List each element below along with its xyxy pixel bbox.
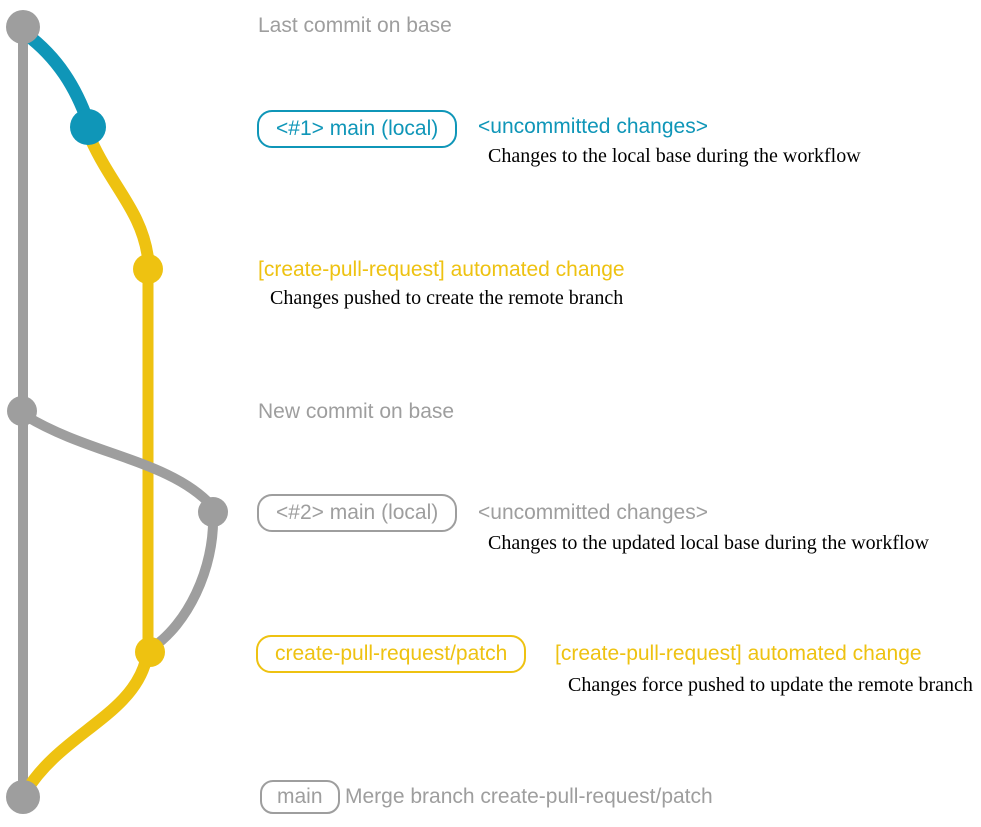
commit-node-patch-1 (133, 254, 163, 284)
commit-desc-automated-1: Changes pushed to create the remote bran… (270, 287, 624, 309)
rebased-main-edge (21, 411, 217, 511)
commit-desc-automated-2: Changes force pushed to update the remot… (568, 674, 973, 696)
commit-node-merge (6, 780, 40, 814)
local-main-edge (19, 27, 95, 129)
commit-node-local-main-1 (70, 109, 106, 145)
commit-node-patch-2 (135, 637, 165, 667)
commit-title-automated-1: [create-pull-request] automated change (258, 258, 625, 281)
commit-node-new-base (7, 396, 37, 426)
commit-graph (6, 10, 228, 814)
branch-badge-main: main (260, 780, 340, 814)
commit-title-merge: Merge branch create-pull-request/patch (345, 785, 713, 808)
patch-merge-edge (19, 654, 152, 799)
commit-desc-uncommitted-2: Changes to the updated local base during… (488, 532, 929, 554)
last-commit-label: Last commit on base (258, 14, 452, 37)
new-commit-label: New commit on base (258, 400, 455, 423)
branch-badge-patch: create-pull-request/patch (256, 635, 527, 673)
commit-title-automated-2: [create-pull-request] automated change (555, 642, 922, 665)
commit-node-local-main-2 (198, 497, 228, 527)
branch-badge-main-local-2: <#2> main (local) (257, 494, 458, 532)
commit-title-uncommitted-2: <uncommitted changes> (478, 501, 708, 524)
commit-title-uncommitted-1: <uncommitted changes> (478, 115, 708, 138)
commit-node-last-base (6, 10, 40, 44)
force-push-edge (148, 509, 219, 652)
branch-badge-main-local-1: <#1> main (local) (257, 110, 458, 148)
patch-branch-edge-upper (85, 134, 154, 264)
commit-desc-uncommitted-1: Changes to the local base during the wor… (488, 145, 861, 167)
